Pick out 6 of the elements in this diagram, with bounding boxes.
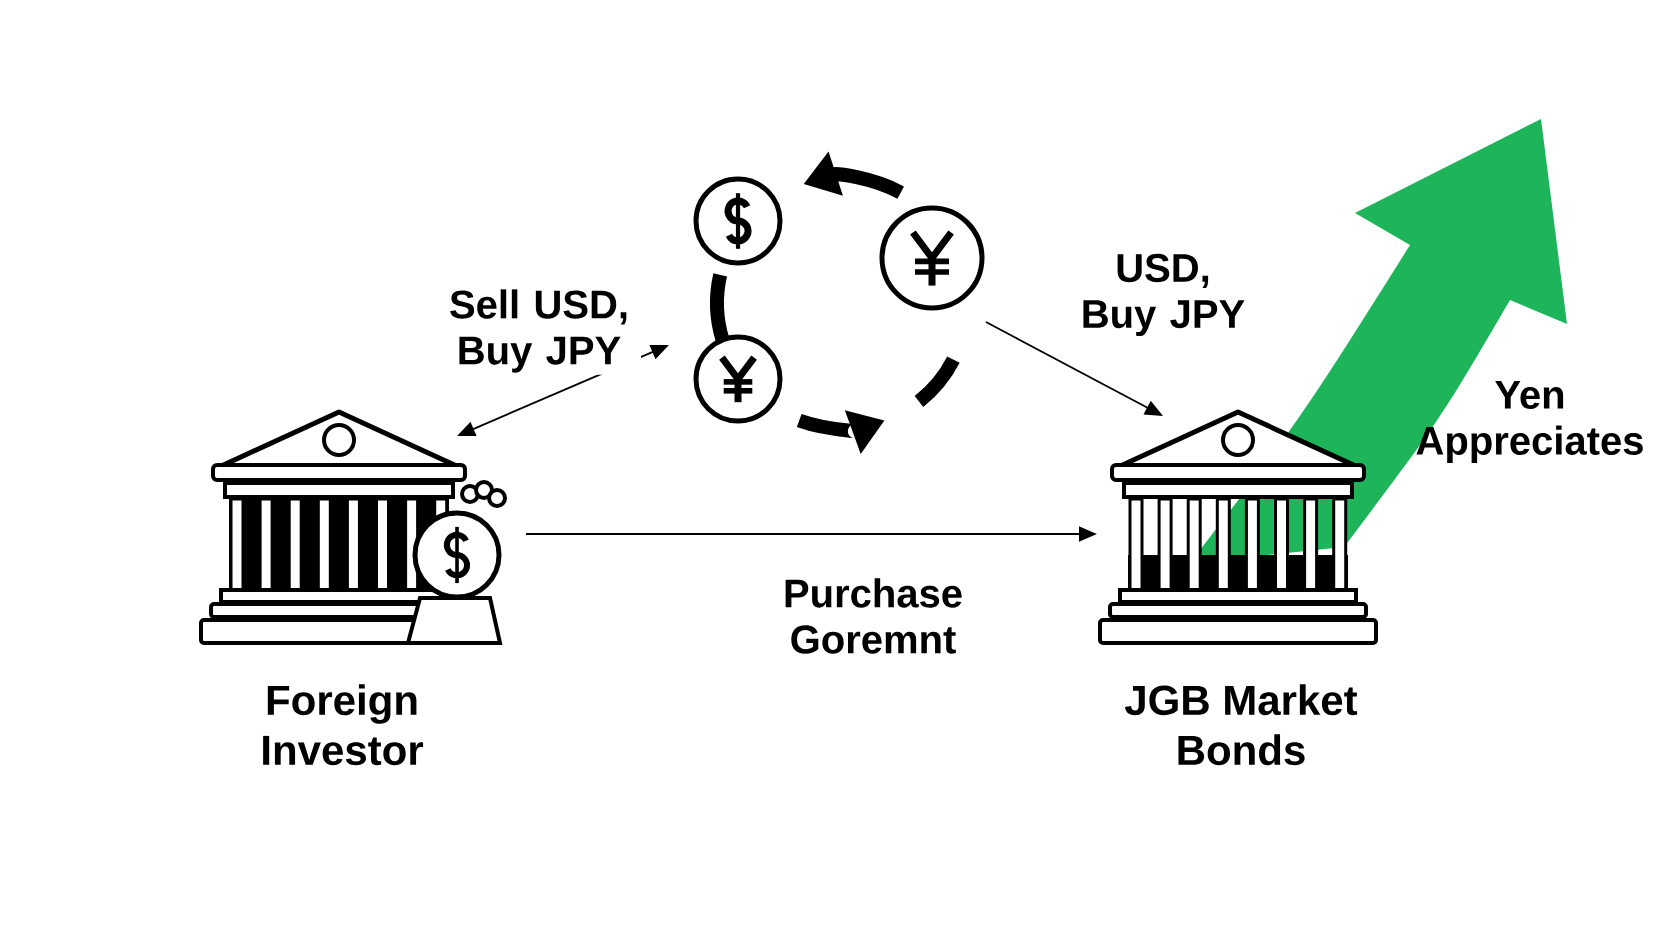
edge-label: Sell USD, Buy JPY <box>437 287 641 375</box>
edge-label: USD, Buy JPY <box>1073 251 1253 339</box>
building-caption: JGB Market Bonds <box>1124 684 1358 766</box>
annotation-text: Yen Appreciates <box>1416 381 1643 463</box>
building-caption: Foreign Investor <box>263 684 424 766</box>
edge-label: Purchase Goremnt <box>771 576 975 656</box>
